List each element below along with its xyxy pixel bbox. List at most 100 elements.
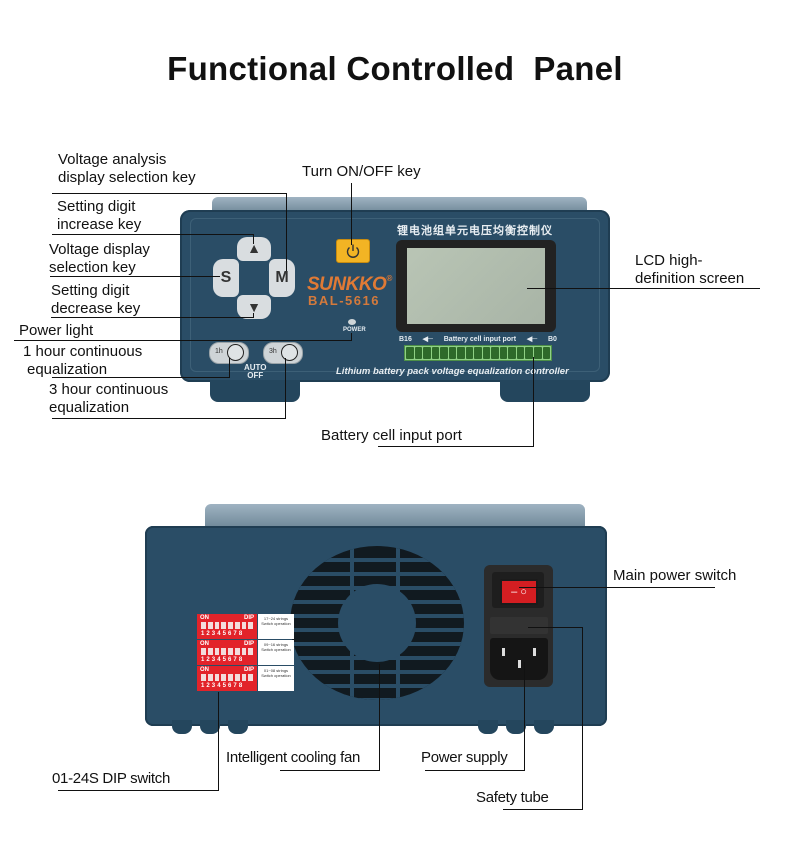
- dip-toggle[interactable]: [248, 648, 253, 655]
- terminal-pin: [499, 347, 508, 359]
- auto-label: AUTO: [244, 363, 267, 372]
- fuse-holder[interactable]: [490, 617, 548, 634]
- cooling-fan: [290, 546, 464, 700]
- footer-caption: Lithium battery pack voltage equalizatio…: [336, 366, 569, 377]
- dip-toggle[interactable]: [214, 622, 220, 629]
- dip-toggle[interactable]: [248, 622, 253, 629]
- fan-grille-slat: [290, 698, 464, 700]
- dip-toggle[interactable]: [207, 674, 213, 681]
- callout-voltage-display: Voltage display selection key: [49, 241, 150, 277]
- model-number: BAL-5616: [308, 293, 380, 308]
- brand-name: SUNKKO: [307, 274, 387, 295]
- down-key[interactable]: ▼: [237, 295, 271, 319]
- front-panel-border: [190, 218, 600, 372]
- leader-line: [50, 276, 220, 277]
- leader-line: [351, 183, 352, 245]
- callout-line-1: Setting digit: [51, 282, 130, 299]
- dip-toggle[interactable]: [234, 622, 240, 629]
- dip-note-title: 17~24 strings: [263, 616, 289, 621]
- dip-toggle[interactable]: [201, 622, 206, 629]
- dip-toggle[interactable]: [248, 674, 253, 681]
- dip-toggle[interactable]: [201, 674, 206, 681]
- callout-line-2: selection key: [49, 259, 136, 276]
- auto-off-label: AUTO OFF: [244, 364, 267, 380]
- s-key[interactable]: S: [213, 259, 239, 297]
- leader-line: [52, 418, 286, 419]
- fan-grille-slat: [290, 684, 464, 688]
- battery-cell-terminal[interactable]: [404, 345, 552, 361]
- dip-toggles: [201, 674, 253, 681]
- switch-off-symbol: –: [511, 586, 518, 598]
- up-key[interactable]: ▲: [237, 237, 271, 261]
- one-hour-button[interactable]: 1h: [209, 342, 249, 364]
- terminal-pin: [440, 347, 448, 359]
- dip-toggle[interactable]: [228, 648, 233, 655]
- port-caption: Battery cell input port: [443, 335, 517, 343]
- port-right-label: B0: [548, 335, 557, 343]
- callout-line-1: Voltage display: [49, 241, 150, 258]
- inlet-pin: [533, 648, 536, 656]
- switch-bezel: – ○: [492, 572, 544, 608]
- back-foot: [172, 720, 192, 734]
- leader-line: [379, 664, 380, 771]
- callout-line-2: definition screen: [635, 270, 745, 287]
- terminal-pin: [525, 347, 533, 359]
- dip-toggle[interactable]: [214, 674, 220, 681]
- dip-toggle[interactable]: [214, 648, 220, 655]
- three-hour-label: 3h: [269, 348, 277, 355]
- dip-label: DIP: [243, 615, 254, 621]
- terminal-pin: [533, 347, 542, 359]
- dip-note-sub: Switch operation: [261, 673, 291, 678]
- m-key[interactable]: M: [269, 259, 295, 297]
- dip-toggle[interactable]: [228, 622, 233, 629]
- callout-battery-port: Battery cell input port: [321, 427, 462, 444]
- dip-label: DIP: [243, 641, 254, 647]
- dip-toggle[interactable]: [228, 674, 233, 681]
- dip-toggle[interactable]: [241, 648, 247, 655]
- leader-line: [253, 234, 254, 244]
- dip-on-label: ON: [200, 641, 209, 647]
- ac-inlet[interactable]: [490, 638, 548, 680]
- clock-1h-icon: [227, 344, 244, 361]
- dip-note-title: 01~08 strings: [263, 668, 289, 673]
- callout-line-2: increase key: [57, 216, 142, 233]
- dip-toggle[interactable]: [234, 648, 240, 655]
- dip-toggle[interactable]: [207, 648, 213, 655]
- terminal-pin: [491, 347, 499, 359]
- dip-on-label: ON: [200, 667, 209, 673]
- s-key-label: S: [220, 269, 232, 286]
- back-foot: [534, 720, 554, 734]
- leader-line: [582, 627, 583, 810]
- back-foot: [506, 720, 526, 734]
- callout-line-1: 3 hour continuous: [49, 381, 169, 398]
- registered-mark: ®: [386, 274, 392, 283]
- callout-main-power-switch: Main power switch: [613, 567, 737, 584]
- three-hour-button[interactable]: 3h: [263, 342, 303, 364]
- dip-toggle[interactable]: [234, 674, 240, 681]
- callout-safety-tube: Safety tube: [476, 789, 549, 806]
- dip-toggle[interactable]: [201, 648, 206, 655]
- callout-power-supply: Power supply: [421, 749, 508, 766]
- dip-toggle[interactable]: [241, 622, 247, 629]
- on-off-button[interactable]: [336, 239, 370, 263]
- clock-3h-icon: [281, 344, 298, 361]
- dip-toggle[interactable]: [207, 622, 213, 629]
- callout-line-1: 1 hour continuous: [23, 343, 143, 360]
- dip-toggle[interactable]: [221, 622, 226, 629]
- dip-toggle[interactable]: [221, 648, 226, 655]
- terminal-pin: [542, 347, 551, 359]
- dip-toggle[interactable]: [221, 674, 226, 681]
- leader-line: [351, 333, 352, 341]
- dip-toggle[interactable]: [241, 674, 247, 681]
- main-power-switch[interactable]: – ○: [500, 579, 538, 605]
- inlet-pin: [518, 660, 521, 668]
- leader-line: [253, 313, 254, 318]
- m-key-label: M: [275, 269, 289, 286]
- switch-on-symbol: ○: [520, 586, 527, 598]
- arrow-left-icon: ◀─: [526, 336, 538, 343]
